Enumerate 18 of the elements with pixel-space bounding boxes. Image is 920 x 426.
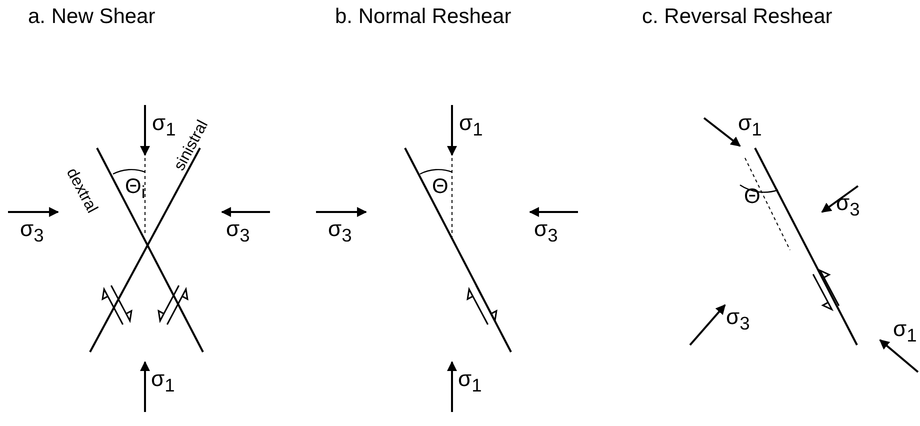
stress-label: σ$_{1}$ [151, 368, 175, 395]
angle-label: Θ [432, 176, 448, 197]
stress-label: σ$_{1}$ [738, 112, 762, 139]
stress-label: σ$_{3}$ [328, 218, 352, 245]
stress-label: σ$_{3}$ [20, 218, 44, 245]
stress-label: σ$_{1}$ [458, 368, 482, 395]
stress-label: σ$_{1}$ [893, 318, 917, 345]
angle-label: Θ$_{i}$ [125, 176, 146, 202]
panel-title: c. Reversal Reshear [642, 6, 832, 27]
panel-title: b. Normal Reshear [335, 6, 512, 27]
stress-label: σ$_{1}$ [152, 112, 176, 139]
panel-title: a. New Shear [28, 6, 156, 27]
stress-label: σ$_{3}$ [726, 306, 750, 333]
stress-label: σ$_{3}$ [534, 218, 558, 245]
angle-label: Θ [744, 186, 760, 207]
stress-label: σ$_{3}$ [226, 218, 250, 245]
stress-label: σ$_{3}$ [836, 192, 860, 219]
stress-label: σ$_{1}$ [459, 112, 483, 139]
